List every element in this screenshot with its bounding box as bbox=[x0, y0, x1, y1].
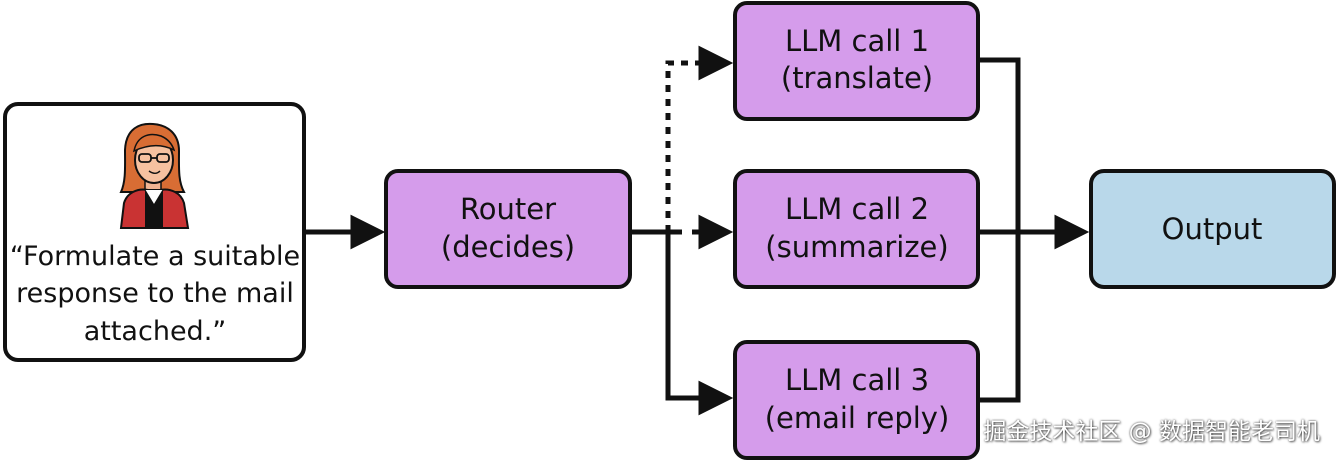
output-label: Output bbox=[1162, 212, 1263, 246]
llm-call-1-subtitle: (translate) bbox=[781, 61, 933, 95]
router-title: Router bbox=[460, 192, 556, 226]
llm-call-1-title: LLM call 1 bbox=[785, 24, 929, 58]
llm-call-2-title: LLM call 2 bbox=[785, 192, 929, 226]
user-prompt-line-3: attached.” bbox=[84, 316, 227, 347]
dotted-route-to-llm-call-1 bbox=[665, 45, 734, 232]
llm-call-2-subtitle: (summarize) bbox=[765, 230, 948, 264]
router-subtitle: (decides) bbox=[441, 230, 575, 264]
router-box bbox=[384, 169, 632, 289]
output-box bbox=[1089, 169, 1336, 289]
llm-call-3-to-output-line bbox=[978, 232, 1021, 403]
connectors bbox=[304, 45, 1090, 416]
watermark-text: 掘金技术社区 @ 数据智能老司机 bbox=[983, 419, 1320, 445]
user-prompt-line-1: “Formulate a suitable bbox=[10, 241, 300, 272]
llm-call-3-title: LLM call 3 bbox=[785, 363, 929, 397]
llm-call-2-box bbox=[733, 169, 980, 289]
llm-call-3-box bbox=[733, 340, 980, 460]
llm-call-3-subtitle: (email reply) bbox=[765, 401, 950, 435]
person-with-glasses-icon bbox=[119, 122, 190, 229]
user-prompt-line-2: response to the mail bbox=[16, 278, 294, 309]
solid-route-to-llm-call-3 bbox=[665, 232, 734, 416]
llm-call-1-to-output-line bbox=[978, 57, 1021, 232]
